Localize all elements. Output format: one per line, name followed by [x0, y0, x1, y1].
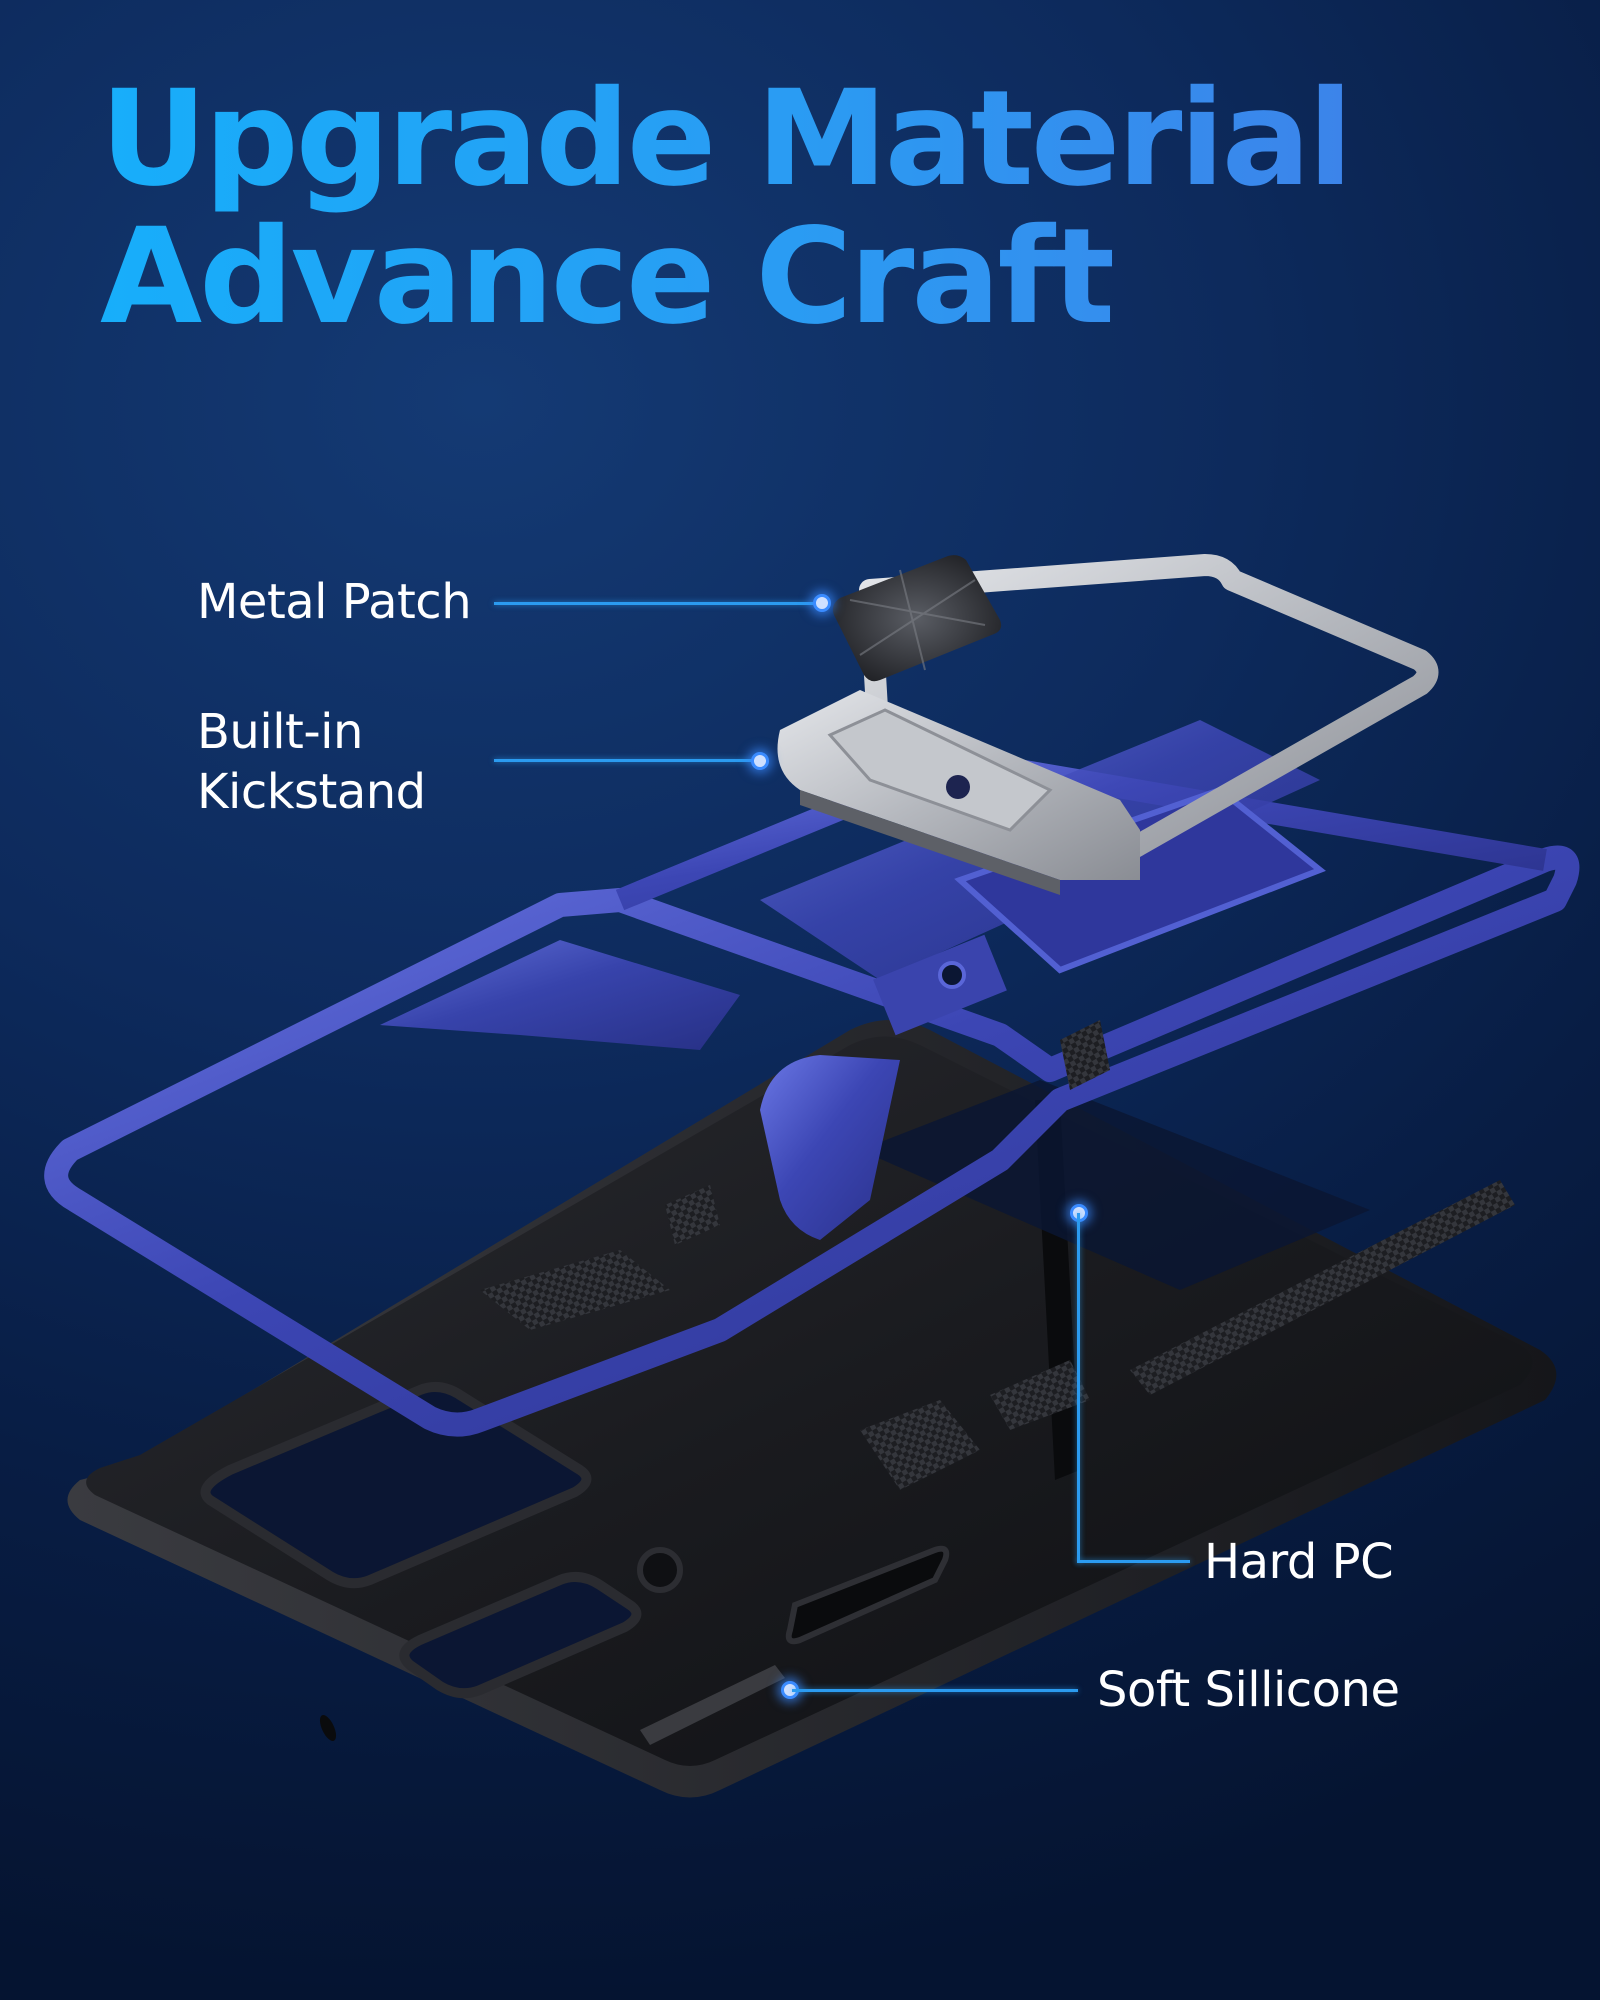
hard-pc-frame [44, 720, 1580, 1437]
callout-label-text: Kickstand [197, 764, 426, 820]
headline: Upgrade Material Advance Craft [100, 70, 1350, 346]
callout-line-hard-pc-horizontal [1077, 1560, 1190, 1563]
kickstand [777, 554, 1439, 895]
callout-label-kickstand: Built-in Kickstand [197, 702, 426, 822]
callout-line-metal-patch [494, 602, 821, 605]
callout-label-soft-silicone: Soft Sillicone [1097, 1660, 1400, 1720]
callout-line-hard-pc-vertical [1077, 1213, 1080, 1563]
callout-dot-metal-patch-icon [813, 594, 831, 612]
callout-label-hard-pc: Hard PC [1204, 1532, 1394, 1592]
callout-label-metal-patch: Metal Patch [197, 572, 472, 632]
headline-line-1: Upgrade Material [100, 62, 1351, 216]
callout-label-text: Soft Sillicone [1097, 1662, 1400, 1718]
callout-line-kickstand [494, 759, 759, 762]
callout-dot-kickstand-icon [751, 752, 769, 770]
metal-patch [832, 555, 1002, 682]
callout-label-text: Hard PC [1204, 1534, 1394, 1590]
callout-label-text: Built-in [197, 704, 363, 760]
callout-label-text: Metal Patch [197, 574, 472, 630]
callout-line-soft-silicone [792, 1689, 1078, 1692]
headline-line-2: Advance Craft [100, 200, 1113, 354]
